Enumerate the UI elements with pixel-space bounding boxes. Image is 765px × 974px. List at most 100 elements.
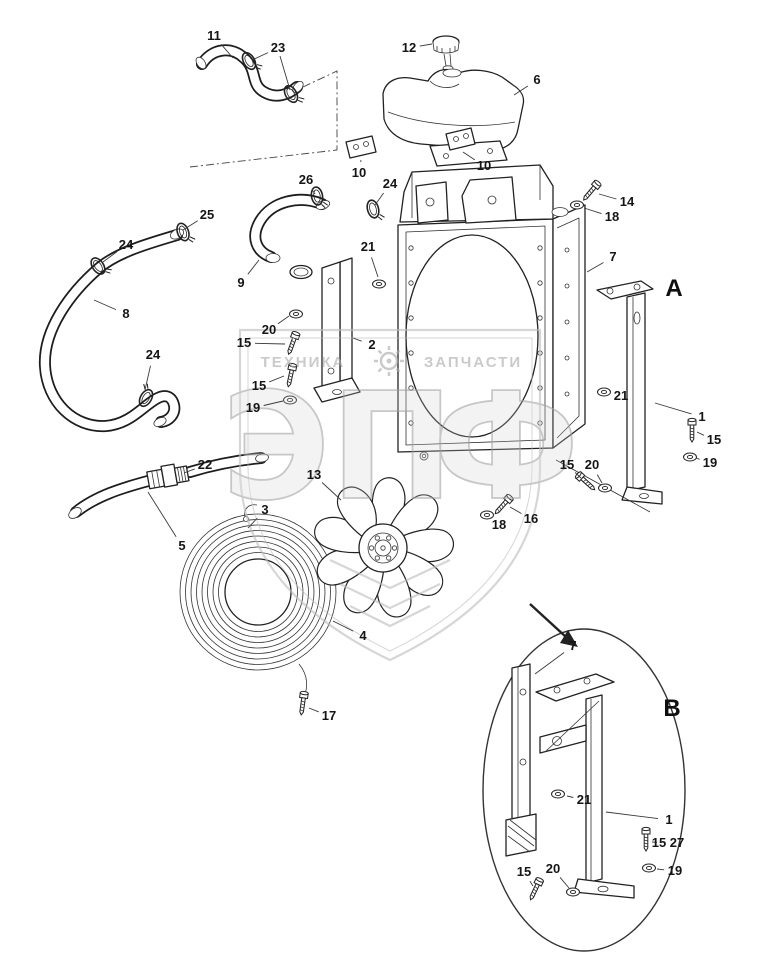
leader-line	[247, 517, 258, 529]
washer-21-left	[372, 279, 386, 289]
expansion-tank	[382, 68, 525, 167]
washer-19-right	[683, 452, 697, 462]
washer-20-b	[566, 887, 580, 897]
leader-line	[656, 868, 665, 871]
view-label-b: B	[663, 695, 680, 722]
part-callout-3: 3	[261, 502, 268, 517]
part-callout-2: 2	[368, 337, 375, 352]
part-callout-24: 24	[119, 237, 134, 252]
washer-19	[283, 395, 297, 405]
part-callout-21: 21	[577, 792, 591, 807]
part-callout-13: 13	[307, 467, 321, 482]
washer-21-b	[551, 789, 565, 799]
bolt-14	[580, 178, 603, 204]
leader-line	[696, 431, 705, 436]
part-callout-18: 18	[492, 517, 506, 532]
leader-line	[147, 491, 177, 537]
leader-line	[277, 315, 290, 325]
leader-line	[269, 375, 285, 383]
stand-bracket-b	[535, 673, 635, 899]
part-callout-20: 20	[262, 322, 276, 337]
leader-line	[279, 55, 291, 91]
leader-line	[419, 43, 433, 47]
leader-line	[374, 192, 384, 206]
part-callout-16: 16	[524, 511, 538, 526]
watermark-letter-1: Э	[222, 361, 331, 533]
bolt-15-b	[283, 362, 298, 389]
part-callout-8: 8	[122, 306, 129, 321]
leader-line	[695, 457, 700, 460]
support-bracket-a	[596, 280, 663, 505]
leader-line	[654, 402, 692, 415]
part-callout-21: 21	[361, 239, 375, 254]
upper-radiator-hose	[195, 44, 304, 102]
lower-radiator-hose	[38, 228, 185, 433]
part-callout-20: 20	[546, 861, 560, 876]
washer-20-foot	[598, 483, 612, 493]
washer-20	[289, 309, 303, 319]
part-callout-19: 19	[246, 400, 260, 415]
leader-line	[311, 189, 316, 195]
part-callout-15-27: 15 27	[652, 835, 685, 850]
leader-line	[574, 472, 582, 479]
bolt-15-foot	[573, 470, 598, 494]
drain-hose	[68, 452, 269, 519]
leader-line	[586, 262, 604, 273]
part-callout-15: 15	[237, 335, 251, 350]
channel-bracket-b	[505, 663, 537, 857]
radiator	[397, 164, 586, 461]
part-callout-18: 18	[605, 209, 619, 224]
part-callout-24: 24	[146, 347, 161, 362]
radiator-cap	[432, 35, 460, 71]
leader-line	[596, 474, 603, 484]
part-callout-24: 24	[383, 176, 398, 191]
leader-line	[352, 337, 362, 342]
leader-line	[182, 220, 198, 231]
leader-line	[559, 877, 570, 889]
leader-line	[102, 251, 118, 263]
leader-line	[605, 811, 659, 820]
leader-line	[144, 365, 151, 391]
leader-line	[566, 795, 574, 798]
leader-line	[254, 342, 286, 345]
part-callout-10: 10	[352, 165, 366, 180]
mounting-plate-right	[445, 127, 476, 151]
grouping-dash-lines	[189, 70, 338, 168]
part-callout-7: 7	[609, 249, 616, 264]
part-callout-25: 25	[200, 207, 214, 222]
part-callout-7: 7	[569, 638, 576, 653]
part-callout-15: 15	[707, 432, 721, 447]
bolt-16	[491, 492, 515, 517]
leader-line	[529, 881, 534, 887]
hose-clamp-24-c	[364, 197, 386, 224]
part-callout-14: 14	[620, 194, 635, 209]
part-callout-4: 4	[359, 628, 367, 643]
leader-line	[583, 207, 602, 215]
part-callout-15: 15	[560, 457, 574, 472]
leader-line	[251, 52, 269, 61]
leader-line	[509, 506, 522, 514]
hose-union-fitting	[146, 463, 190, 490]
washer-19-b	[642, 863, 656, 873]
part-callout-22: 22	[198, 457, 212, 472]
leader-line	[332, 620, 354, 632]
leader-line	[183, 468, 195, 474]
leader-line	[308, 707, 319, 713]
leader-line	[247, 259, 260, 275]
radiator-side-bracket	[313, 257, 361, 403]
part-callout-23: 23	[271, 40, 285, 55]
part-callout-12: 12	[402, 40, 416, 55]
part-callout-15: 15	[517, 864, 531, 879]
part-callout-1: 1	[698, 409, 705, 424]
bypass-hose	[249, 193, 331, 263]
part-callout-21: 21	[614, 388, 628, 403]
part-callout-11: 11	[207, 28, 221, 43]
leader-line	[93, 299, 117, 311]
fan	[310, 477, 457, 623]
detail-view-b	[482, 603, 686, 952]
coiled-strip	[179, 504, 337, 698]
seal-ring	[289, 264, 313, 280]
